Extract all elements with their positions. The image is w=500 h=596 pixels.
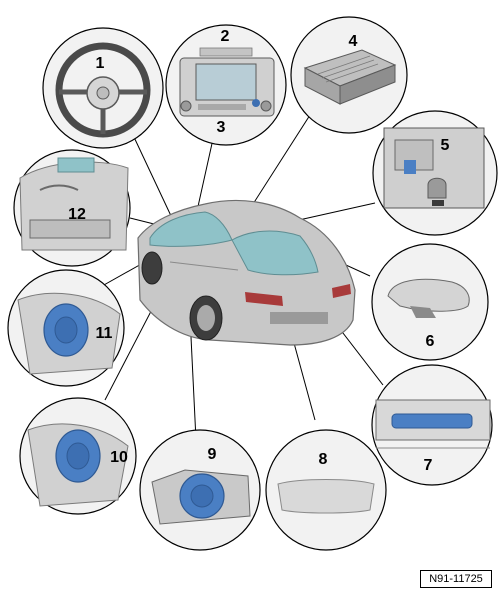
callout-circle-11 bbox=[7, 269, 125, 387]
callout-9-label: 9 bbox=[208, 446, 217, 463]
door-speaker-icon bbox=[151, 469, 251, 525]
callout-circle-5 bbox=[372, 110, 498, 236]
callout-6-label: 6 bbox=[426, 333, 435, 350]
callout-circle-1 bbox=[42, 27, 164, 149]
front-door-speaker-icon bbox=[17, 292, 121, 375]
callout-circle-2-3 bbox=[165, 24, 287, 146]
callout-7-label: 7 bbox=[424, 457, 433, 474]
callout-circle-9 bbox=[139, 429, 261, 551]
callout-4-label: 4 bbox=[349, 33, 358, 50]
windshield-sensor-icon bbox=[19, 157, 129, 251]
callout-12-label: 12 bbox=[68, 206, 86, 223]
amplifier-module-icon bbox=[303, 49, 397, 105]
figure-reference: N91-11725 bbox=[420, 570, 492, 588]
callout-numbers: 1 2 3 4 5 6 7 8 9 10 11 12 bbox=[68, 28, 449, 474]
callout-circle-7 bbox=[371, 364, 493, 486]
car-illustration bbox=[137, 199, 356, 346]
callout-8-label: 8 bbox=[319, 451, 328, 468]
steering-wheel-icon bbox=[55, 42, 151, 138]
radio-unit-icon bbox=[179, 47, 275, 117]
rear-window-antenna-module-icon bbox=[375, 399, 491, 449]
callout-11-label: 11 bbox=[96, 325, 113, 342]
callout-1-label: 1 bbox=[96, 55, 105, 72]
callout-circle-6 bbox=[371, 243, 489, 361]
callout-2-label: 2 bbox=[221, 28, 230, 45]
callout-circle-8 bbox=[265, 429, 387, 551]
rear-window-icon bbox=[277, 479, 375, 514]
radio-button-icon bbox=[252, 99, 260, 107]
roof-antenna-icon bbox=[387, 278, 470, 318]
callout-5-label: 5 bbox=[441, 137, 450, 154]
rear-door-speaker-icon bbox=[27, 423, 129, 507]
callout-10-label: 10 bbox=[110, 449, 128, 466]
callout-circle-12 bbox=[13, 149, 131, 267]
callout-circle-4 bbox=[290, 16, 408, 134]
roof-module-icon bbox=[383, 127, 485, 209]
callout-circle-10 bbox=[19, 397, 137, 515]
callout-3-label: 3 bbox=[217, 119, 226, 136]
